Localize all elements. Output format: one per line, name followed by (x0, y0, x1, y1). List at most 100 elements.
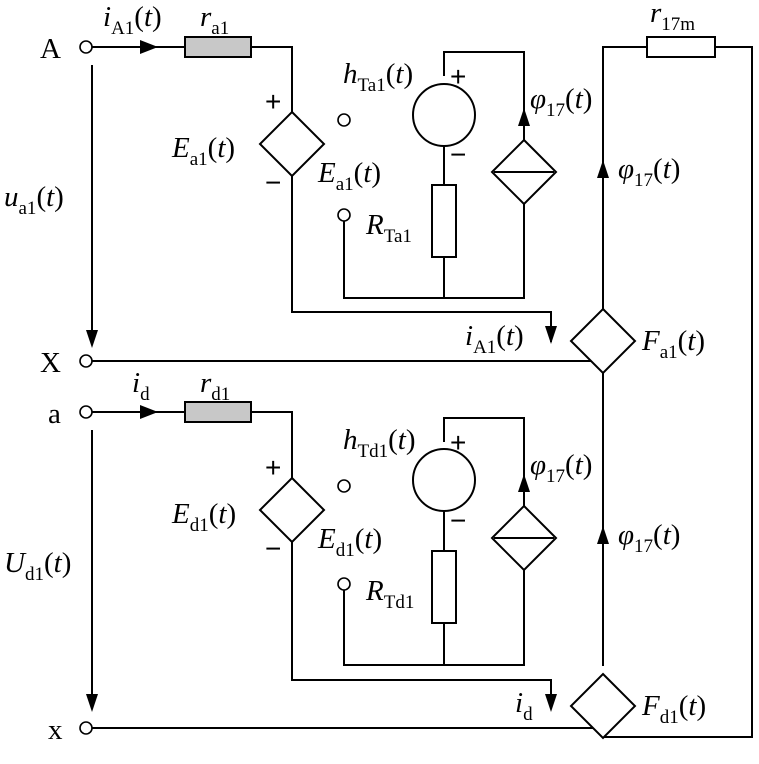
symbol-subscript: 17 (634, 536, 653, 557)
label-i-d-top: id (132, 367, 150, 405)
symbol-main: r (650, 0, 662, 29)
flux-arrow-top-right (597, 160, 609, 178)
symbol-text: r17m (650, 0, 695, 35)
symbol-main: i (465, 320, 473, 352)
symbol-argument: (t) (209, 498, 236, 530)
symbol-main: R (365, 209, 384, 241)
symbol-text: RTa1 (365, 209, 412, 247)
symbol-argument: (t) (354, 157, 381, 189)
label-e-d1-mid: Ed1(t) (317, 523, 382, 561)
symbol-text: rd1 (200, 367, 230, 405)
symbol-main: U (4, 547, 27, 579)
symbol-subscript: d1 (190, 515, 209, 536)
symbol-text: Ed1(t) (317, 523, 382, 561)
symbol-text: id (132, 367, 150, 405)
symbol-argument: (t) (679, 690, 706, 722)
label-r-ta1: RTa1 (365, 209, 412, 247)
terminal-ea1-open (337, 208, 351, 222)
terminal-A (79, 40, 93, 54)
current-arrow-id-top (140, 405, 158, 419)
symbol-text: Ed1(t) (171, 498, 236, 536)
symbol-subscript: d1 (336, 540, 355, 561)
symbol-main: i (103, 1, 111, 33)
terminal-label-X: X (40, 347, 61, 379)
symbol-text: φ17(t) (530, 449, 592, 487)
symbol-text: Ea1(t) (317, 157, 381, 195)
terminal-label-A: A (40, 33, 61, 65)
symbol-main: R (365, 575, 384, 607)
symbol-main: φ (530, 449, 546, 481)
minus-sign-htd1: − (450, 505, 466, 536)
symbol-text: id (515, 687, 533, 725)
current-arrow-ia1-top (140, 40, 158, 54)
wire-top-main-loop (251, 46, 552, 342)
terminal-label-x: x (48, 714, 63, 746)
symbol-text: ua1(t) (4, 181, 64, 219)
symbol-argument: (t) (565, 83, 592, 115)
symbol-main: E (317, 523, 336, 555)
label-r-d1: rd1 (200, 367, 230, 405)
current-arrow-id-bottom (545, 694, 557, 712)
symbol-subscript: d (523, 704, 533, 725)
ind-source-hta1 (412, 83, 476, 147)
label-h-ta1: hTa1(t) (343, 58, 413, 96)
symbol-subscript: d (140, 384, 150, 405)
symbol-text: iA1(t) (103, 1, 162, 39)
label-u-d1: Ud1(t) (4, 547, 71, 585)
symbol-subscript: a1 (660, 342, 678, 363)
plus-sign-htd1: + (450, 427, 466, 458)
terminal-htd1-open (337, 479, 351, 493)
wire-mag-right-loop (602, 46, 753, 738)
ind-source-htd1 (412, 448, 476, 512)
symbol-text: φ17(t) (530, 83, 592, 121)
dep-voltage-source-ea1 (258, 110, 326, 178)
label-e-a1-mid: Ea1(t) (317, 157, 381, 195)
terminal-hta1-open (337, 113, 351, 127)
symbol-subscript: 17 (546, 466, 565, 487)
symbol-subscript: d1 (211, 384, 230, 405)
resistor-rd1 (184, 401, 252, 423)
plus-sign-ed1: + (265, 452, 281, 483)
symbol-subscript: a1 (190, 149, 208, 170)
terminal-X (79, 354, 93, 368)
label-i-a1-top: iA1(t) (103, 1, 162, 39)
symbol-text: φ17(t) (618, 519, 680, 557)
symbol-subscript: Td1 (384, 592, 415, 613)
label-u-a1: ua1(t) (4, 181, 64, 219)
symbol-argument: (t) (678, 325, 705, 357)
symbol-subscript: A1 (111, 18, 134, 39)
label-phi17-top-right: φ17(t) (618, 153, 680, 191)
symbol-subscript: d1 (660, 707, 679, 728)
symbol-main: E (317, 157, 336, 189)
label-r-a1: ra1 (200, 1, 229, 39)
symbol-argument: (t) (355, 523, 382, 555)
symbol-argument: (t) (36, 181, 63, 213)
symbol-subscript: a1 (19, 198, 37, 219)
minus-sign-ed1: − (265, 533, 281, 564)
plus-sign-hta1: + (450, 61, 466, 92)
symbol-main: F (641, 325, 660, 357)
resistor-ra1 (184, 36, 252, 58)
label-e-a1-left: Ea1(t) (171, 132, 235, 170)
symbol-main: r (200, 367, 212, 399)
label-h-td1: hTd1(t) (343, 424, 416, 462)
symbol-text: Ud1(t) (4, 547, 71, 585)
symbol-subscript: Ta1 (358, 75, 386, 96)
label-r-17m: r17m (650, 0, 695, 35)
symbol-text: iA1(t) (465, 320, 524, 358)
symbol-argument: (t) (496, 320, 523, 352)
symbol-main: φ (618, 153, 634, 185)
symbol-text: Fa1(t) (641, 325, 705, 363)
dep-mmf-source-fd1 (569, 672, 637, 740)
minus-sign-hta1: − (450, 139, 466, 170)
symbol-text: Ea1(t) (171, 132, 235, 170)
flux-arrow-bottom-src (518, 474, 530, 492)
resistor-rta1 (431, 184, 457, 258)
dep-voltage-source-ed1 (258, 476, 326, 544)
label-e-d1-left: Ed1(t) (171, 498, 236, 536)
wire-mag-left-top (602, 46, 647, 309)
dep-mmf-source-fa1 (569, 307, 637, 375)
symbol-argument: (t) (44, 547, 71, 579)
symbol-main: i (132, 367, 140, 399)
